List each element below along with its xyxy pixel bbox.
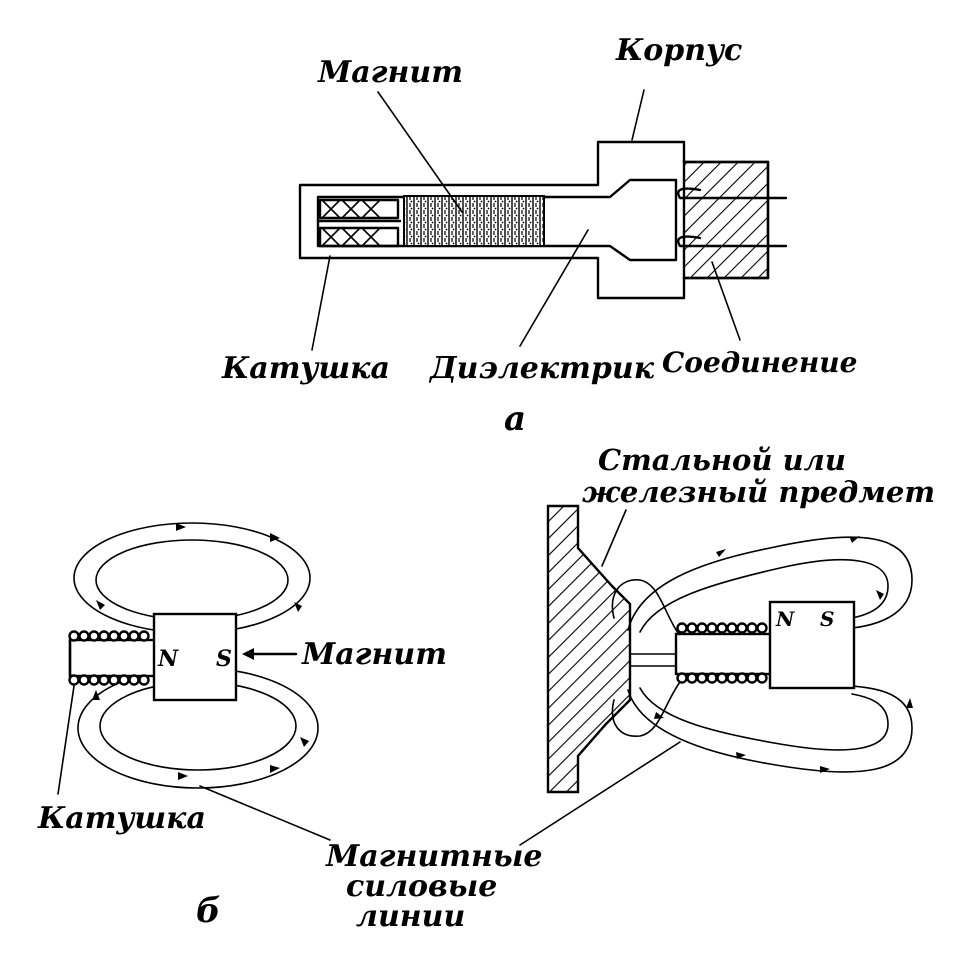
field-line-c-lower-outer bbox=[627, 685, 913, 773]
label-magnet-a: Магнит bbox=[317, 55, 463, 90]
leader-magnet bbox=[377, 91, 463, 213]
magnet-b-block bbox=[152, 612, 238, 702]
leader-object bbox=[601, 509, 627, 567]
coil-c-body bbox=[674, 632, 774, 676]
label-field-lines-2: силовые bbox=[346, 869, 497, 904]
label-coil-b: Катушка bbox=[37, 801, 206, 836]
label-n-c: N bbox=[775, 607, 795, 631]
diagram-b-field bbox=[57, 522, 681, 846]
label-field-lines-3: линии bbox=[356, 899, 465, 934]
wire-lower bbox=[677, 235, 788, 248]
diagram-a-sensor bbox=[298, 89, 788, 351]
field-line-c-lower-small bbox=[611, 681, 681, 737]
label-coil-a: Катушка bbox=[221, 351, 390, 386]
magnet-c-block bbox=[768, 600, 856, 690]
coil-lower-windings bbox=[321, 227, 381, 247]
leader-case bbox=[631, 89, 645, 141]
coil-upper-windings bbox=[321, 199, 381, 219]
field-line-upper-inner bbox=[95, 539, 289, 621]
leader-dielectric bbox=[519, 229, 589, 347]
panel-letter-b: б bbox=[196, 891, 221, 931]
leader-coil bbox=[311, 255, 331, 351]
field-line-c-upper-small bbox=[611, 579, 681, 637]
panel-letter-a: а bbox=[504, 399, 526, 439]
label-connection: Соединение bbox=[662, 346, 857, 379]
leader-field-lines-c bbox=[519, 741, 681, 846]
diagram-c-with-object bbox=[546, 504, 913, 794]
leader-field-lines-b bbox=[199, 785, 331, 841]
label-field-lines-1: Магнитные bbox=[325, 839, 542, 874]
leader-coil-b bbox=[57, 685, 75, 795]
steel-object bbox=[546, 504, 632, 794]
label-object-2: железный предмет bbox=[582, 475, 935, 509]
coil-b-body bbox=[68, 638, 158, 678]
label-s-b: S bbox=[216, 646, 232, 672]
field-line-c-lower-inner bbox=[639, 687, 889, 751]
wire-upper bbox=[677, 187, 788, 200]
label-case: Корпус bbox=[615, 33, 742, 68]
coil-b-windings bbox=[68, 630, 150, 686]
label-object-1: Стальной или bbox=[598, 443, 846, 477]
coil-c-windings bbox=[676, 622, 768, 684]
label-magnet-b: Магнит bbox=[301, 637, 447, 672]
leader-connection bbox=[711, 261, 741, 341]
connector-block bbox=[682, 160, 770, 280]
label-s-c: S bbox=[820, 607, 834, 631]
label-n-b: N bbox=[157, 646, 179, 672]
label-dielectric: Диэлектрик bbox=[428, 351, 655, 386]
field-line-c-upper-inner bbox=[639, 558, 889, 633]
magnet-block bbox=[403, 195, 545, 247]
field-line-c-upper-outer bbox=[627, 536, 913, 631]
